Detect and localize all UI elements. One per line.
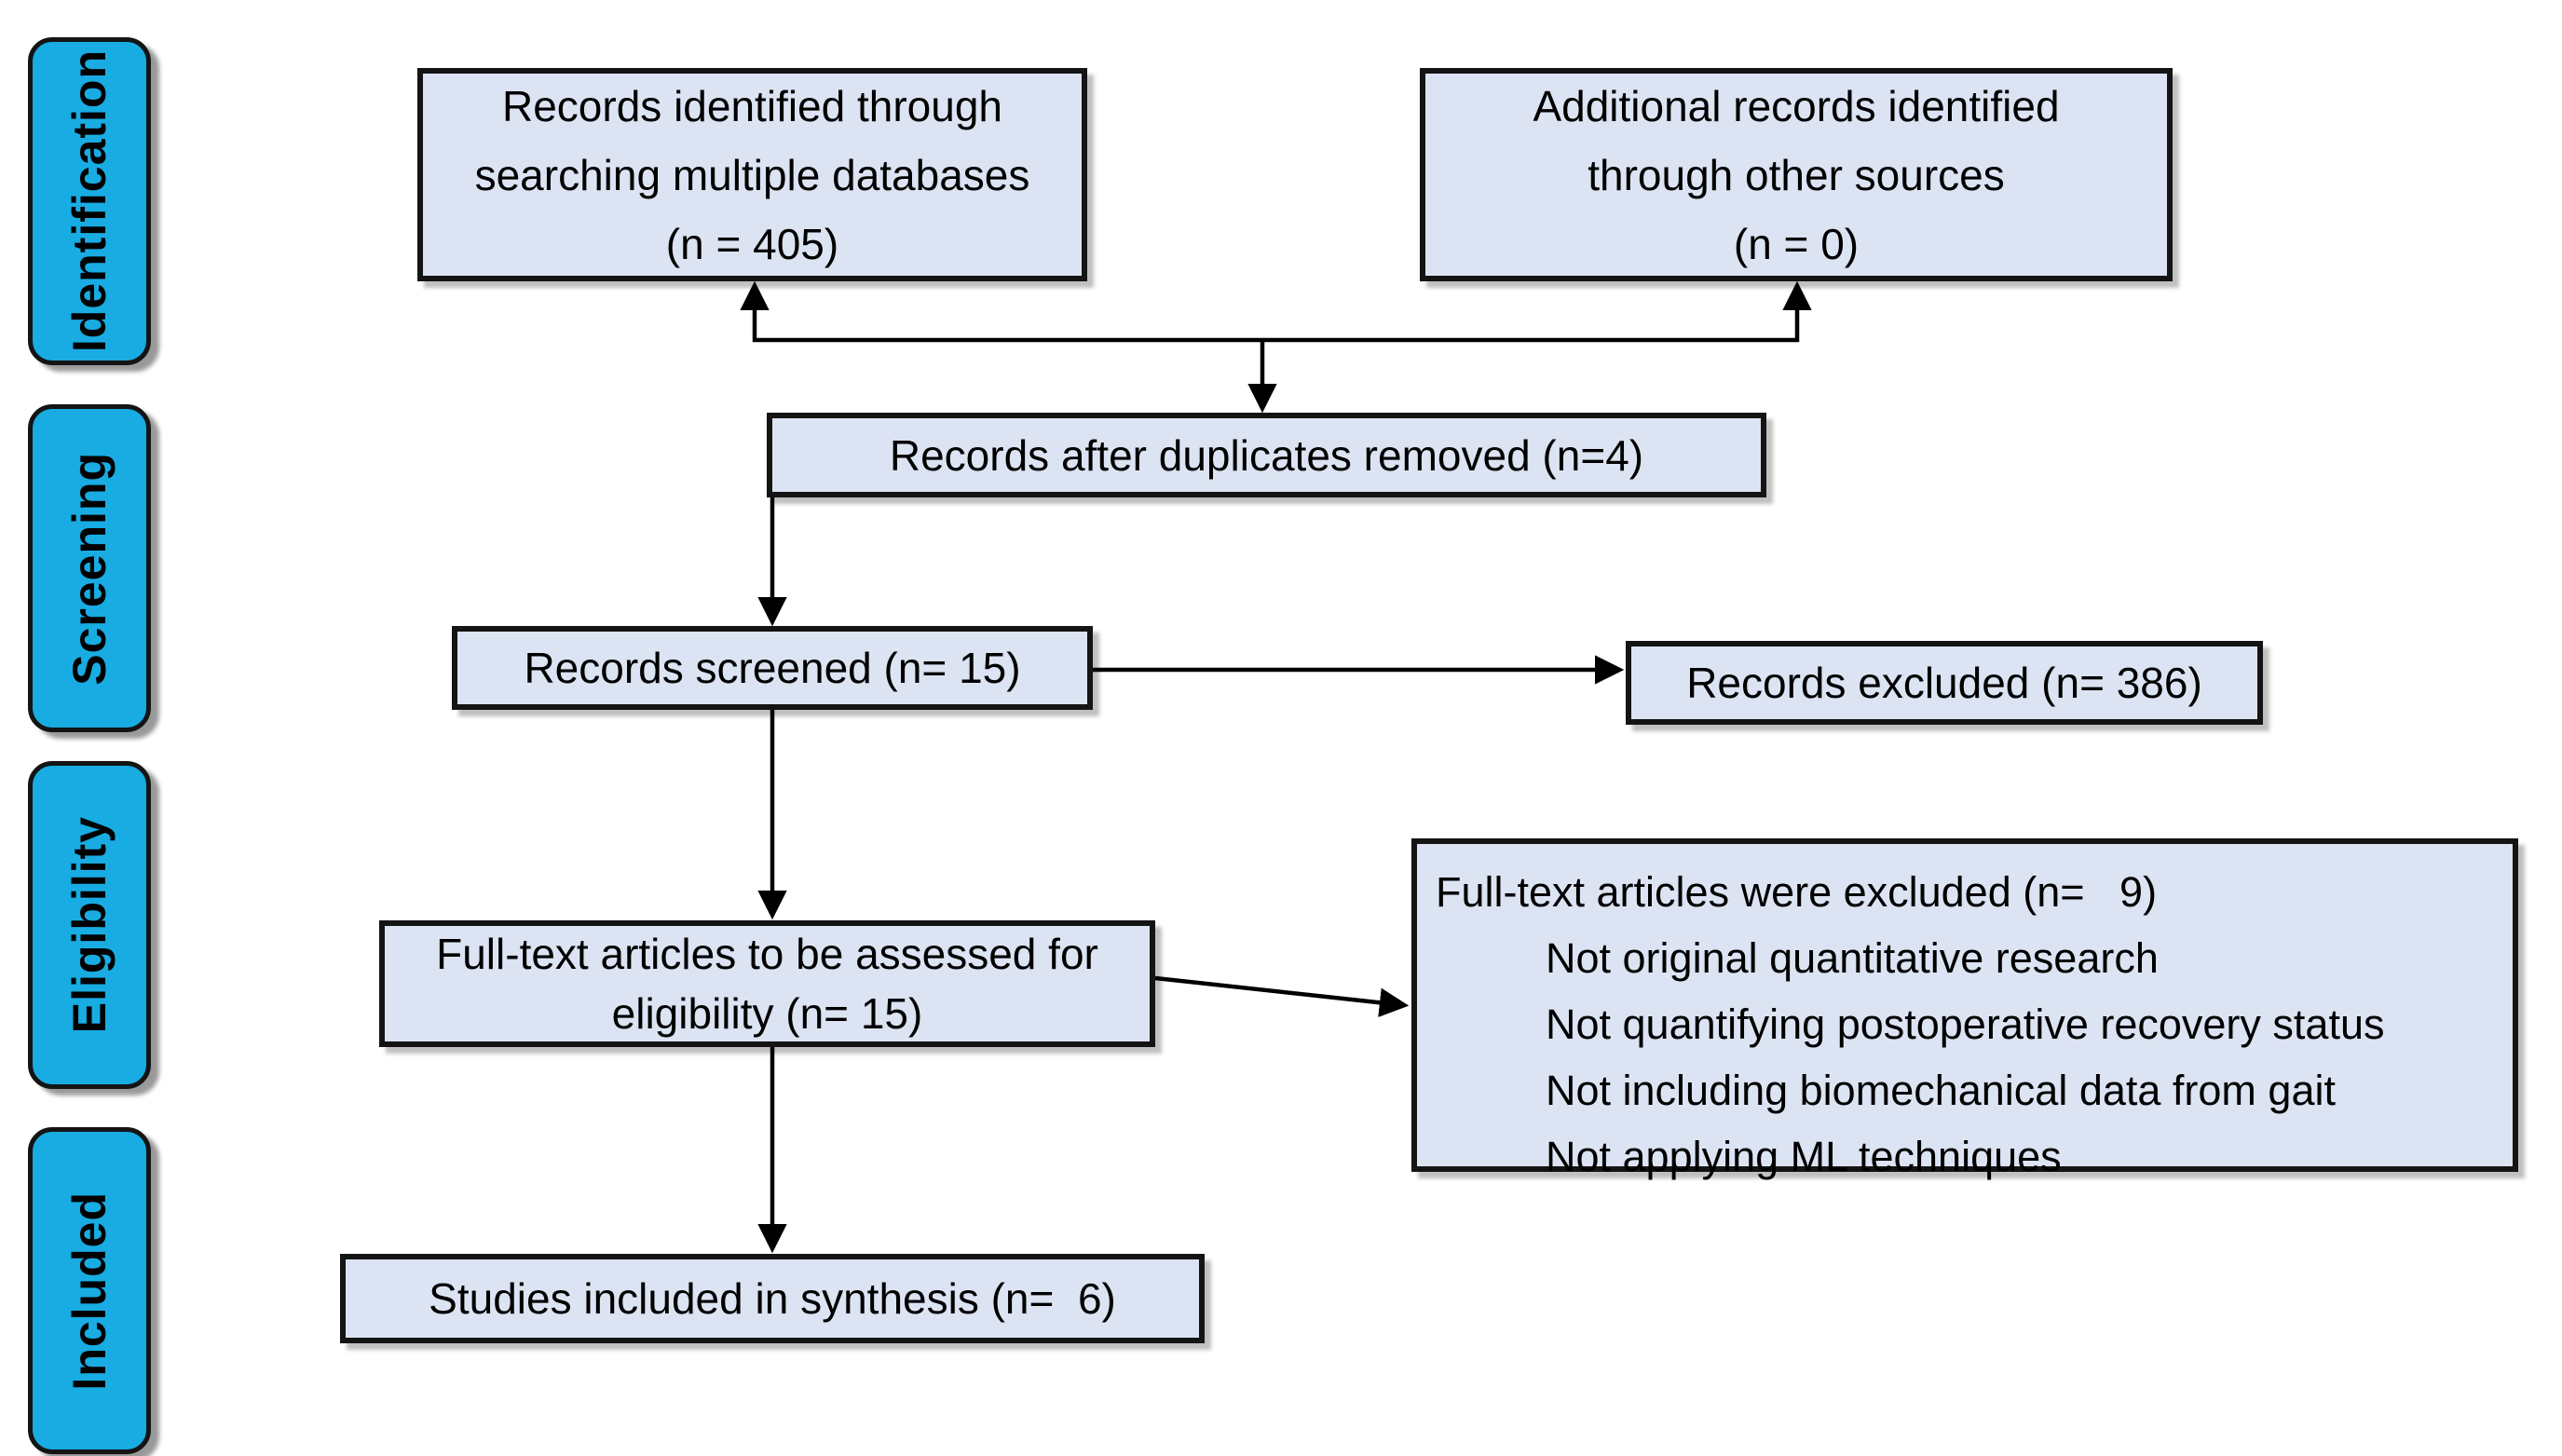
box-fulltext-excluded: Full-text articles were excluded (n= 9) … xyxy=(1411,838,2518,1180)
exclusion-reason: Not quantifying postoperative recovery s… xyxy=(1546,1000,2385,1048)
box-line: eligibility (n= 15) xyxy=(611,989,923,1038)
box-line: Records screened (n= 15) xyxy=(524,644,1021,692)
box-line: through other sources xyxy=(1588,150,2005,199)
stage-eligibility: Eligibility xyxy=(28,761,151,1089)
box-line: Studies included in synthesis (n= 6) xyxy=(429,1274,1116,1323)
stage-label: Eligibility xyxy=(63,816,116,1034)
box-line: Records after duplicates removed (n=4) xyxy=(889,430,1644,480)
stage-label: Included xyxy=(63,1191,116,1391)
exclusion-reason: Not original quantitative research xyxy=(1546,934,2159,982)
box-additional-records: Additional records identified through ot… xyxy=(1420,68,2173,281)
box-line: (n = 405) xyxy=(665,219,839,268)
arrow-merge-connector xyxy=(740,280,1812,343)
box-line: Records identified through xyxy=(502,81,1002,130)
box-fulltext-assessed: Full-text articles to be assessed for el… xyxy=(379,920,1155,1047)
box-duplicates-removed: Records after duplicates removed (n=4) xyxy=(767,413,1766,497)
arrow-fulltext-to-excluded xyxy=(1154,975,1410,1017)
exclusion-reason: Not applying ML techniques xyxy=(1546,1133,2062,1180)
box-line: Full-text articles to be assessed for xyxy=(436,930,1098,978)
box-line: Full-text articles were excluded (n= 9) xyxy=(1436,868,2158,916)
box-records-excluded: Records excluded (n= 386) xyxy=(1626,641,2263,725)
box-records-screened: Records screened (n= 15) xyxy=(452,626,1093,710)
exclusion-reason: Not including biomechanical data from ga… xyxy=(1546,1067,2336,1114)
box-line: searching multiple databases xyxy=(474,150,1030,199)
box-line: Additional records identified xyxy=(1533,81,2060,130)
stage-screening: Screening xyxy=(28,404,151,732)
box-records-identified: Records identified through searching mul… xyxy=(417,68,1087,281)
stage-label: Identification xyxy=(63,49,116,353)
stage-label: Screening xyxy=(63,451,116,686)
box-line: Records excluded (n= 386) xyxy=(1686,659,2202,707)
stage-identification: Identification xyxy=(28,37,151,365)
box-studies-included: Studies included in synthesis (n= 6) xyxy=(340,1254,1205,1343)
stage-included: Included xyxy=(28,1127,151,1454)
box-line: (n = 0) xyxy=(1733,219,1860,268)
